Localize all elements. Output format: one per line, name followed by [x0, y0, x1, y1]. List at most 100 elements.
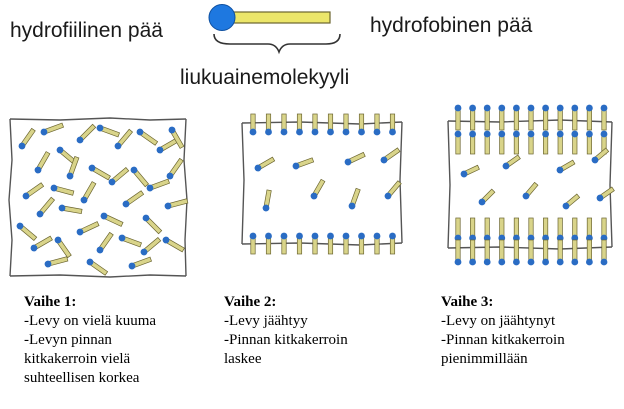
- stage-3-line: -Levy on jäähtynyt: [441, 313, 556, 329]
- lubricant-molecule: [50, 184, 75, 196]
- molecule-head: [168, 126, 176, 134]
- lubricant-molecule: [571, 104, 579, 131]
- lubricant-molecule: [342, 232, 350, 255]
- lubricant-molecule: [527, 239, 535, 266]
- lubricant-molecule: [454, 104, 462, 131]
- molecule-head: [556, 104, 564, 112]
- legend-molecule-diagram: [208, 4, 341, 55]
- molecule-head: [344, 158, 352, 166]
- lubricant-molecule: [556, 159, 576, 174]
- lubricant-molecule: [389, 113, 396, 136]
- molecule-head: [586, 104, 593, 112]
- lubricant-molecule: [498, 239, 506, 266]
- lubricant-molecule: [30, 235, 53, 252]
- lubricant-molecule: [114, 128, 134, 150]
- lubricant-molecule: [118, 234, 142, 248]
- lubricant-molecule: [265, 232, 272, 255]
- molecule-head: [76, 228, 84, 236]
- lubricant-molecule: [483, 130, 491, 155]
- molecule-head: [454, 130, 462, 138]
- lubricant-molecule: [460, 164, 480, 178]
- lubricant-molecule: [571, 217, 579, 242]
- molecule-head: [296, 128, 303, 136]
- molecule-head: [454, 104, 462, 112]
- molecule-head: [140, 248, 148, 256]
- lubricant-molecule: [600, 217, 608, 242]
- molecule-head: [373, 128, 381, 136]
- lubricant-molecule: [571, 130, 579, 155]
- molecule-head: [166, 172, 174, 180]
- molecule-head: [44, 260, 52, 268]
- lubricant-molecule: [469, 104, 477, 131]
- molecule-head: [556, 258, 564, 266]
- lubricant-molecule: [556, 104, 564, 131]
- molecule-head: [358, 128, 365, 136]
- lubricant-molecule: [454, 217, 462, 242]
- lubricant-molecule: [311, 113, 319, 136]
- molecule-head: [66, 172, 74, 180]
- molecule-head: [373, 232, 381, 240]
- molecule-head: [513, 104, 520, 112]
- lubricant-molecule: [146, 178, 170, 192]
- molecule-head: [130, 166, 138, 174]
- lubricant-molecule: [249, 232, 257, 255]
- lubricant-molecule: [556, 130, 564, 155]
- molecule-head: [556, 130, 564, 138]
- molecule-head: [311, 128, 319, 136]
- lubricant-molecule: [108, 166, 130, 186]
- stage-2-caption: Vaihe 2: -Levy jäähtyy -Pinnan kitkakerr…: [224, 293, 348, 369]
- lubricant-molecule: [586, 130, 593, 155]
- lubricant-molecule: [88, 164, 111, 181]
- lubricant-molecule: [358, 113, 365, 136]
- molecule-head: [586, 130, 593, 138]
- molecule-head: [50, 184, 58, 192]
- molecule-head: [280, 232, 288, 240]
- molecule-head: [522, 192, 530, 200]
- lubricant-molecule: [556, 217, 564, 242]
- molecule-head: [389, 232, 396, 240]
- lubricant-molecule: [469, 239, 477, 266]
- plate-right-edge: [609, 121, 613, 248]
- lubricant-molecule: [454, 239, 462, 266]
- lubricant-molecule: [600, 104, 608, 131]
- molecule-head: [571, 130, 579, 138]
- molecule-head: [542, 130, 549, 138]
- stage-3-line: -Pinnan kitkakerroin: [441, 332, 565, 348]
- lubricant-molecule-label: liukuainemolekyyli: [180, 66, 350, 89]
- molecule-head: [542, 104, 549, 112]
- lubricant-molecule: [571, 239, 579, 266]
- molecule-head: [296, 232, 303, 240]
- lubricant-molecule: [128, 256, 152, 270]
- lubricant-molecule: [262, 189, 272, 212]
- lubricant-molecule: [54, 236, 72, 259]
- molecule-head: [483, 258, 491, 266]
- lubricant-molecule: [310, 178, 326, 200]
- molecule-head: [108, 178, 116, 186]
- lubricant-molecule: [562, 193, 581, 210]
- plate-left-edge: [8, 118, 13, 277]
- molecule-head: [265, 232, 272, 240]
- molecule-head: [254, 164, 262, 172]
- lubricant-molecule: [254, 156, 276, 172]
- lubricant-molecule: [296, 113, 303, 136]
- stage-1-line: suhteellisen korkea: [24, 370, 140, 386]
- stage-3-line: pienimmillään: [441, 351, 528, 367]
- molecule-head: [80, 196, 88, 204]
- lubricant-molecule: [586, 217, 593, 242]
- molecule-head: [600, 258, 608, 266]
- lubricant-molecule: [22, 182, 45, 200]
- lubricant-molecule: [502, 154, 521, 170]
- lubricant-molecule: [168, 126, 185, 149]
- lubricant-molecule: [66, 156, 80, 180]
- molecule-head: [311, 232, 319, 240]
- molecule-head: [86, 258, 94, 266]
- molecule-head: [164, 202, 172, 210]
- molecule-head: [54, 236, 62, 244]
- lubricant-molecule: [44, 256, 69, 268]
- molecule-head: [40, 128, 48, 136]
- molecule-head: [18, 142, 26, 150]
- lubricant-molecule: [311, 232, 319, 255]
- lubricant-molecule: [280, 113, 288, 136]
